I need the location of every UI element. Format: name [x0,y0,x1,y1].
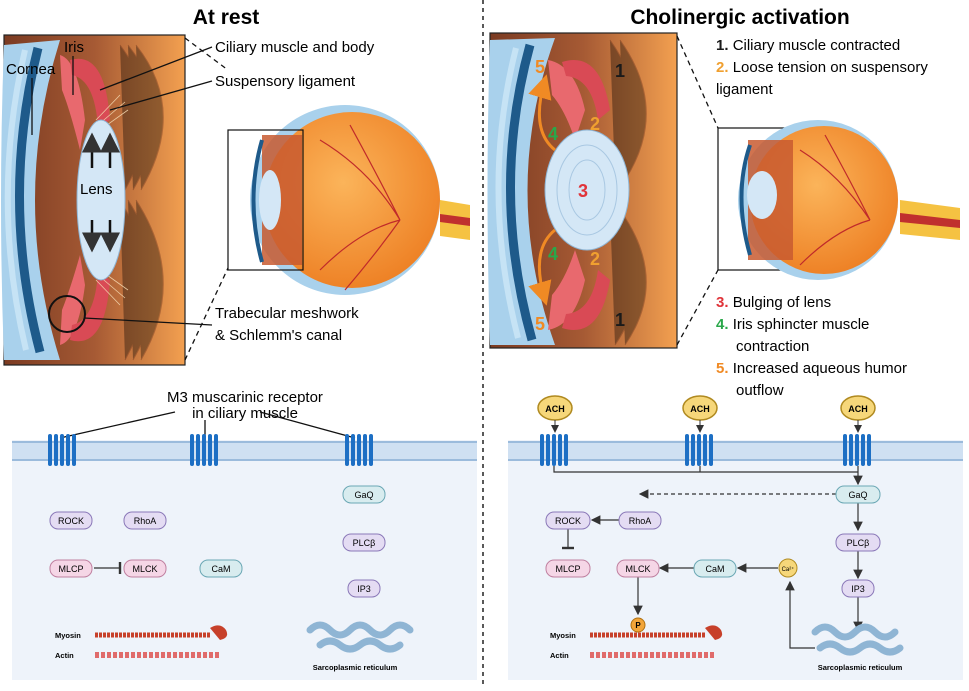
step-5-cont: outflow [736,382,784,399]
left-node-mlck: MLCK [132,564,157,574]
right-node-plcb: PLCβ [847,538,870,548]
right-myosin-label: Myosin [550,631,576,640]
left-label-leaders [31,37,229,361]
label-lens: Lens [80,181,113,198]
label-ciliary-muscle: Ciliary muscle and body [215,39,375,56]
eye-step-numbers: 5 1 2 4 3 4 2 5 1 [535,57,625,334]
step-5: 5. Increased aqueous humor [716,360,907,377]
ach-1: ACH [545,404,565,414]
right-node-mlcp: MLCP [555,564,580,574]
step-2: 2. Loose tension on suspensory [716,59,928,76]
right-node-gaq: GaQ [848,490,867,500]
left-sarcoplasmic-reticulum: Sarcoplasmic reticulum [306,621,414,672]
label-trabecular-1: Trabecular meshwork [215,305,359,322]
right-node-rhoa: RhoA [629,516,652,526]
eye-num-5-top: 5 [535,57,545,77]
m3-receptor-icon [540,434,568,466]
right-sr-label: Sarcoplasmic reticulum [818,663,903,672]
eye-num-2-bottom: 2 [590,249,600,269]
right-node-mlck: MLCK [625,564,650,574]
left-receptors [48,434,373,466]
ach-3: ACH [848,404,868,414]
step-3: 3. Bulging of lens [716,294,831,311]
left-actin-label: Actin [55,651,74,660]
left-title: At rest [193,6,260,29]
eye-num-1-bottom: 1 [615,310,625,330]
left-filaments: Myosin Actin [55,625,228,660]
left-myosin-label: Myosin [55,631,81,640]
left-node-mlcp: MLCP [58,564,83,574]
left-eye-cross-section [1,34,186,366]
bulging-lens-shape [544,129,630,251]
right-title: Cholinergic activation [630,6,849,29]
left-eyeball [227,105,470,295]
label-iris: Iris [64,39,84,56]
phosphate-marker: P [635,621,641,630]
eye-num-2-top: 2 [590,114,600,134]
left-node-rock: ROCK [58,516,84,526]
receptor-label-2: in ciliary muscle [192,405,298,422]
left-node-gaq: GaQ [354,490,373,500]
right-nodes: GaQ RhoA ROCK MLCP MLCK CaM Ca²⁺ PLCβ IP… [545,485,881,598]
eye-num-4-bottom: 4 [548,244,558,264]
step-1: 1. Ciliary muscle contracted [716,37,900,54]
right-sarcoplasmic-reticulum: Sarcoplasmic reticulum [811,623,904,672]
left-node-rhoa: RhoA [134,516,157,526]
eye-num-3: 3 [578,181,588,201]
label-suspensory-ligament: Suspensory ligament [215,73,356,90]
left-sr-label: Sarcoplasmic reticulum [313,663,398,672]
eye-num-1-top: 1 [615,61,625,81]
left-nodes: ROCK RhoA MLCP MLCK CaM GaQ PLCβ IP3 [49,485,386,598]
label-cornea: Cornea [6,61,56,78]
ach-2: ACH [690,404,710,414]
eye-num-4-top: 4 [548,124,558,144]
step-4: 4. Iris sphincter muscle [716,316,869,333]
right-actin-label: Actin [550,651,569,660]
m3-receptor-icon [345,434,373,466]
label-trabecular-2: & Schlemm's canal [215,327,342,344]
right-eye-cross-section [487,32,797,349]
right-node-rock: ROCK [555,516,581,526]
left-cell [12,440,477,680]
right-filaments: Myosin P Actin [550,617,723,660]
lens-shape [76,119,126,281]
iris-shape [60,55,85,150]
right-node-ip3: IP3 [851,584,865,594]
ach-ligands: ACH ACH ACH [537,395,876,433]
step-2-cont: ligament [716,81,774,98]
receptor-label-1: M3 muscarinic receptor [167,389,323,406]
left-node-ip3: IP3 [357,584,371,594]
step-4-cont: contraction [736,338,809,355]
left-node-plcb: PLCβ [353,538,376,548]
right-node-cam: CaM [705,564,724,574]
right-node-calcium: Ca²⁺ [782,566,795,573]
right-zoom-leaders [676,35,719,346]
eye-num-5-bottom: 5 [535,314,545,334]
left-node-cam: CaM [211,564,230,574]
right-pathway-arrows [553,466,863,649]
right-eyeball [738,120,960,280]
m3-receptor-icon [190,434,218,466]
receptor-leaders [59,411,356,439]
activation-steps-list: 1. Ciliary muscle contracted 2. Loose te… [716,37,928,399]
m3-receptor-icon [843,434,871,466]
m3-receptor-icon [48,434,76,466]
right-receptors [540,434,871,466]
m3-receptor-icon [685,434,713,466]
